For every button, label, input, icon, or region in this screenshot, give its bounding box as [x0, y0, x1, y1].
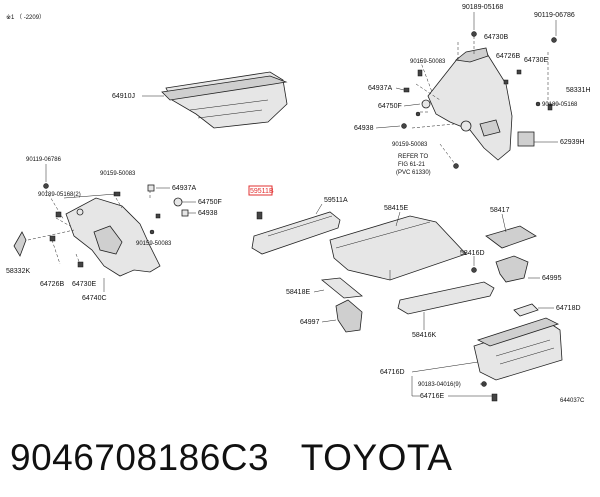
callout-64726B-l[interactable]: 64726B — [40, 281, 64, 288]
panel-58417 — [485, 225, 537, 249]
callout-64740C[interactable]: 64740C — [82, 295, 107, 302]
callout-64718D[interactable]: 64718D — [556, 305, 581, 312]
callout-58416K[interactable]: 58416K — [412, 332, 436, 339]
callout-58416D[interactable]: 58416D — [460, 250, 485, 257]
refer-line-3[interactable]: (PVC 61330) — [396, 170, 431, 176]
left-side-trim — [65, 197, 161, 277]
callout-90159-50083-r2[interactable]: 90159-50083 — [392, 142, 428, 148]
callout-64937A-l[interactable]: 64937A — [172, 185, 196, 192]
part-58332K — [13, 231, 27, 257]
callout-64730E-l[interactable]: 64730E — [72, 281, 96, 288]
bracket-64995 — [495, 255, 529, 283]
right-side-trim — [427, 47, 513, 161]
callout-90119-06786-l[interactable]: 90119-06786 — [26, 157, 62, 163]
callout-90189-05168-r[interactable]: 90189-05168 — [542, 102, 578, 108]
refer-line-2[interactable]: FIG 61-21 — [398, 162, 426, 168]
callout-90159-50083-r[interactable]: 90159-50083 — [410, 59, 446, 65]
callout-59511B[interactable]: 59511B — [250, 188, 274, 195]
plate-64718D — [513, 303, 539, 317]
callout-64750F-r[interactable]: 64750F — [378, 103, 402, 110]
part-number: 9046708186C3 — [10, 437, 270, 478]
callout-58415E[interactable]: 58415E — [384, 205, 408, 212]
callout-59511A[interactable]: 59511A — [324, 197, 348, 204]
deck-board — [329, 215, 467, 281]
callout-62939H[interactable]: 62939H — [560, 139, 585, 146]
brand: TOYOTA — [300, 437, 453, 478]
callout-64750F-l[interactable]: 64750F — [198, 199, 222, 206]
diagram-code: 644037C — [560, 398, 585, 404]
callout-64730B[interactable]: 64730B — [484, 34, 508, 41]
header-note: ※1 （ -2209） — [6, 14, 45, 21]
callout-64910J[interactable]: 64910J — [112, 93, 135, 100]
clip-59511B — [256, 211, 263, 220]
callout-64730E-r[interactable]: 64730E — [524, 57, 548, 64]
callout-90183-04016[interactable]: 90183-04016(9) — [418, 382, 461, 388]
callout-90189-05168-top[interactable]: 90189-05168 — [462, 4, 503, 11]
callout-90159-50083-l2[interactable]: 90159-50083 — [136, 241, 172, 247]
hinge-64997 — [335, 299, 363, 333]
tonneau-cover — [161, 71, 288, 129]
callout-90189-05168-2[interactable]: 90189-05168(2) — [38, 192, 81, 198]
callout-64937A-r[interactable]: 64937A — [368, 85, 392, 92]
caption: 9046708186C3 TOYOTA — [10, 437, 590, 487]
callout-64726B-r[interactable]: 64726B — [496, 53, 520, 60]
part-62939H — [517, 131, 535, 147]
callout-64995[interactable]: 64995 — [542, 275, 562, 282]
callout-58418E[interactable]: 58418E — [286, 289, 310, 296]
callout-64716D[interactable]: 64716D — [380, 369, 405, 376]
callout-64938-r[interactable]: 64938 — [354, 125, 374, 132]
trim-strip — [397, 281, 495, 315]
highlight-box — [248, 185, 273, 196]
callout-90159-50083-l[interactable]: 90159-50083 — [100, 171, 136, 177]
lower-box-64716D — [473, 317, 563, 381]
callout-64938-l[interactable]: 64938 — [198, 210, 218, 217]
sill-plate — [251, 211, 341, 255]
callout-58331H[interactable]: 58331H — [566, 87, 591, 94]
part-58418E — [321, 277, 363, 299]
callout-58417[interactable]: 58417 — [490, 207, 510, 214]
refer-line-1[interactable]: REFER TO — [398, 154, 428, 160]
callout-64716E[interactable]: 64716E — [420, 393, 444, 400]
callout-58332K[interactable]: 58332K — [6, 268, 30, 275]
callout-90119-06786-top[interactable]: 90119-06786 — [534, 12, 575, 19]
callout-64997[interactable]: 64997 — [300, 319, 320, 326]
